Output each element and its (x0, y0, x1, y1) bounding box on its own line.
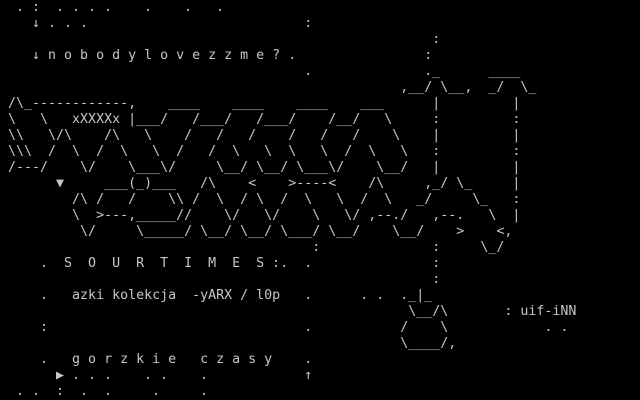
screen-line-5: ,__/ \__, _/ \_ (0, 80, 537, 95)
screen-line-15: : : \_/ (0, 240, 505, 255)
screen-line-16: . S O U R T I M E S :. . : (0, 256, 441, 271)
screen-line-6: /\_------------, ____ ____ ____ ___ | | (0, 96, 521, 111)
screen-line-18: . azki kolekcja -yARX / l0p . . . ._|_ (0, 288, 433, 303)
screen-line-22: . g o r z k i e c z a s y . (0, 352, 313, 367)
screen-line-14: \/ \_____/ \__/ \__/ \___/ \__/ \__/ > <… (0, 224, 513, 239)
screen-line-10: /---/ \/ \___\/ \__/ \__/ \___\/ \__/ | … (0, 160, 521, 175)
screen-line-20: : . / \ . . (0, 320, 569, 335)
screen-line-19: \__/\ : uif-iNN (0, 304, 577, 319)
screen-line-17: : (0, 272, 441, 287)
screen-line-8: \\ \/\ /\ \ / / / / / / \ | | (0, 128, 521, 143)
screen-line-13: \ >---,_____// \/ \/ \ \/ ,--./ ,--. \ | (0, 208, 521, 223)
screen-line-4: . ._ ____ (0, 64, 521, 79)
screen-line-1: ↓ . . . : (0, 16, 313, 31)
screen-line-12: /\ / / \\ / \ / \ / \ \ / \ _/ \_ : (0, 192, 521, 207)
screen-line-0: . : . . . . . . . (0, 0, 225, 15)
screen-line-23: ▶ . . . . . . ↑ (0, 368, 313, 383)
screen-line-3: ↓ n o b o d y l o v e z z m e ? . : (0, 48, 433, 63)
screen-line-7: \ \ xXXXXx |___/ /___/ /___/ /__/ \ : : (0, 112, 521, 127)
screen-line-2: : (0, 32, 441, 47)
screen-line-9: \\\ / \ / \ \ / / \ \ \ \ / \ \ : : (0, 144, 521, 159)
screen-line-24: . . : . . . . (0, 384, 209, 399)
screen-line-11: ▼ ___(_)___ /\ < >----< /\ ,_/ \_ | (0, 176, 521, 191)
screen-line-21: \____/, (0, 336, 457, 351)
